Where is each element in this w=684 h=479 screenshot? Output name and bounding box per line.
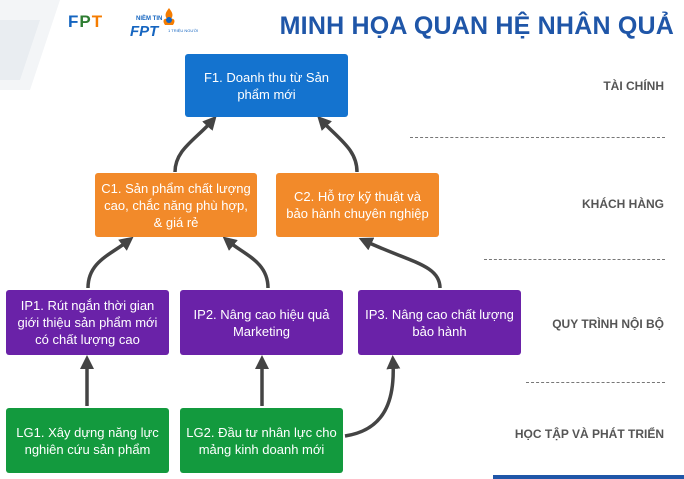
divider-3 [526,382,665,383]
trust-logo-small-text: NIỀM TIN [136,16,163,22]
node-ip3: IP3. Nâng cao chất lượng bảo hành [358,290,521,355]
node-ip1: IP1. Rút ngắn thời gian giới thiệu sản p… [6,290,169,355]
node-lg2: LG2. Đầu tư nhân lực cho mảng kinh doanh… [180,408,343,473]
arrow-ip1-c1 [86,236,134,289]
page-title: MINH HỌA QUAN HỆ NHÂN QUẢ [279,12,674,40]
trust-logo-big-text: FPT [130,23,159,40]
torch-icon [163,8,175,25]
arrow-ip2-c1 [222,236,270,289]
arrow-ip3-c2 [358,237,442,289]
trust-logo: NIỀM TIN FPT 1 TRIỆU NGƯỜI [130,6,198,42]
divider-1 [410,137,665,138]
divider-2 [484,259,665,260]
node-c2: C2. Hỗ trợ kỹ thuật và bảo hành chuyên n… [276,173,439,237]
category-finance: TÀI CHÍNH [603,79,664,93]
category-process: QUY TRÌNH NỘI BỘ [552,317,664,331]
background-swoosh [0,0,60,90]
arrow-lg2-ip3 [344,355,401,438]
node-ip2: IP2. Nâng cao hiệu quả Marketing [180,290,343,355]
arrow-c2-f1 [317,115,359,173]
trust-logo-tiny-text: 1 TRIỆU NGƯỜI [168,28,199,33]
arrow-c1-f1 [173,115,217,173]
category-learning: HỌC TẬP VÀ PHÁT TRIỂN [514,427,664,441]
node-lg1: LG1. Xây dựng năng lực nghiên cứu sản ph… [6,408,169,473]
category-customer: KHÁCH HÀNG [582,197,664,211]
node-c1: C1. Sản phẩm chất lượng cao, chắc năng p… [95,173,257,237]
bottom-accent-line [493,475,684,479]
node-f1: F1. Doanh thu từ Sản phẩm mới [185,54,348,117]
